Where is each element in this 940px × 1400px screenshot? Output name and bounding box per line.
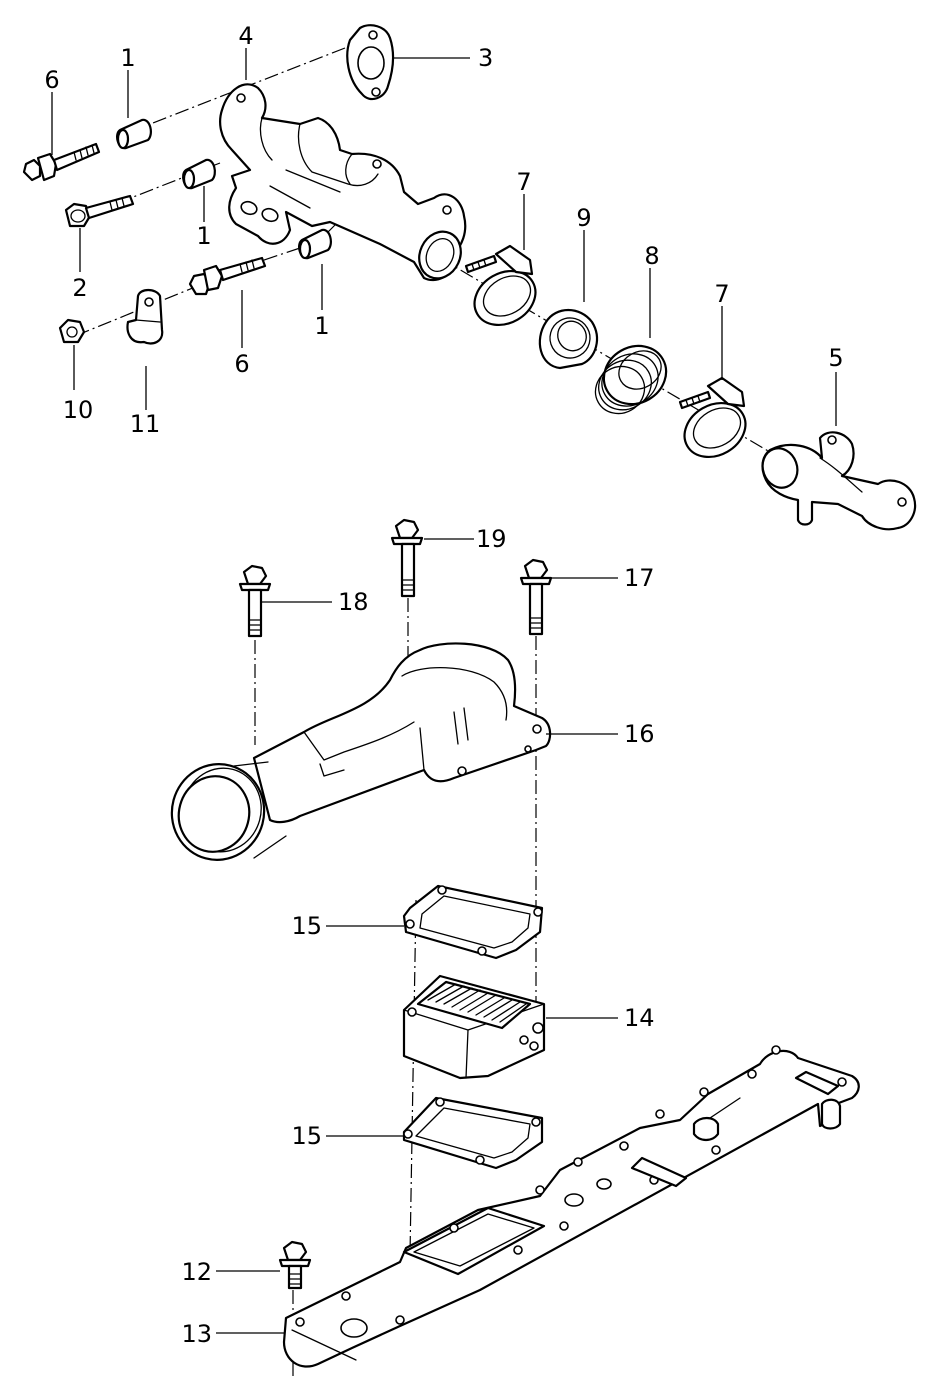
callout-1-middle: 1: [196, 222, 211, 250]
callout-19: 19: [476, 525, 507, 553]
callout-6-upper: 6: [44, 66, 59, 94]
callout-5: 5: [828, 344, 843, 372]
part-16-intake-duct: [170, 642, 552, 861]
callout-18: 18: [338, 588, 369, 616]
callout-6-lower: 6: [234, 350, 249, 378]
callout-14: 14: [624, 1004, 655, 1032]
base-plate-bolt-holes: [295, 1045, 847, 1327]
part-6-stud-bolt-upper: [22, 142, 101, 182]
callout-3: 3: [478, 44, 493, 72]
callout-10: 10: [63, 396, 94, 424]
part-13-base-plate: [282, 1045, 860, 1368]
callout-17: 17: [624, 564, 655, 592]
part-5-exhaust-pipe: [761, 431, 917, 531]
part-4-exhaust-manifold: [219, 83, 467, 282]
part-12-bolt: [278, 1240, 312, 1290]
part-11-bracket: [126, 288, 164, 345]
part-17-bolt: [519, 558, 553, 636]
part-1-bushing-top: [116, 118, 152, 150]
part-9-sleeve: [538, 308, 599, 370]
callout-12: 12: [181, 1258, 212, 1286]
callout-7-upper: 7: [516, 168, 531, 196]
assembly-lines: [79, 47, 781, 1380]
leader-lines: [51, 48, 837, 1334]
part-3-gasket: [346, 24, 395, 101]
callout-9: 9: [576, 204, 591, 232]
callout-labels: 1 4 3 6 1 2 1 6 10 11 7 9 8 7 5 19 18 17…: [44, 22, 843, 1348]
callout-1-top: 1: [120, 44, 135, 72]
callout-13: 13: [181, 1320, 212, 1348]
part-7-clamp-lower: [678, 376, 747, 459]
part-1-bushing-middle: [182, 158, 216, 190]
callout-4: 4: [238, 22, 253, 50]
callout-16: 16: [624, 720, 655, 748]
callout-15-lower: 15: [291, 1122, 322, 1150]
cooler-fins: [427, 983, 527, 1023]
part-8-corrugated-ring: [594, 344, 668, 415]
part-15-gasket-lower: [402, 1096, 544, 1170]
part-1-bushing-lower: [298, 228, 332, 260]
callout-1-lower: 1: [314, 312, 329, 340]
callout-8: 8: [644, 242, 659, 270]
part-18-bolt: [238, 564, 272, 638]
part-7-clamp-upper: [464, 244, 537, 327]
part-10-nut: [58, 318, 86, 344]
part-14-cooler: [402, 974, 546, 1080]
part-6-stud-bolt-lower: [188, 256, 267, 296]
callout-7-lower: 7: [714, 280, 729, 308]
callout-15-upper: 15: [291, 912, 322, 940]
callout-2: 2: [72, 274, 87, 302]
part-19-bolt: [390, 518, 424, 598]
part-2-flange-bolt: [64, 194, 135, 228]
part-15-gasket-upper: [402, 884, 544, 960]
callout-11: 11: [130, 410, 161, 438]
